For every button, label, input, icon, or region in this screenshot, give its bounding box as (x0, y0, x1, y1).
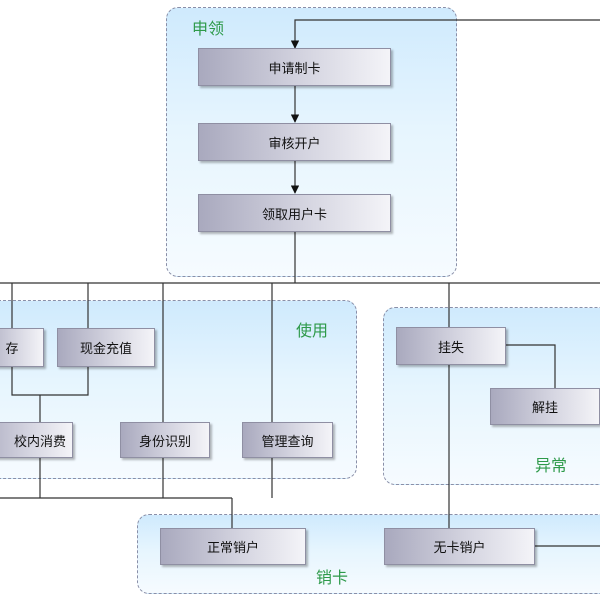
group-label-abnormal: 异常 (535, 456, 568, 475)
node-nocard-cancel[interactable]: 无卡销户 (384, 528, 535, 565)
node-cash-recharge[interactable]: 现金充值 (57, 328, 155, 367)
merge-deposit-cash (11, 367, 89, 396)
node-identity[interactable]: 身份识别 (120, 422, 210, 458)
node-report-loss[interactable]: 挂失 (396, 327, 506, 365)
node-apply-card[interactable]: 申请制卡 (198, 48, 391, 86)
connector-reapply (290, 19, 600, 49)
node-unlock[interactable]: 解挂 (490, 388, 600, 425)
group-label-apply: 申领 (192, 19, 225, 38)
node-deposit[interactable]: 存 (0, 328, 44, 367)
group-label-cancel: 销卡 (316, 568, 349, 587)
loss-to-unlock (505, 344, 556, 388)
group-label-use: 使用 (296, 321, 329, 340)
node-receive-card[interactable]: 领取用户卡 (198, 194, 391, 232)
node-normal-cancel[interactable]: 正常销户 (160, 528, 306, 565)
node-review-open[interactable]: 审核开户 (198, 123, 391, 161)
node-management-query[interactable]: 管理查询 (242, 422, 333, 458)
node-campus-consume[interactable]: 校内消费 (0, 422, 73, 458)
